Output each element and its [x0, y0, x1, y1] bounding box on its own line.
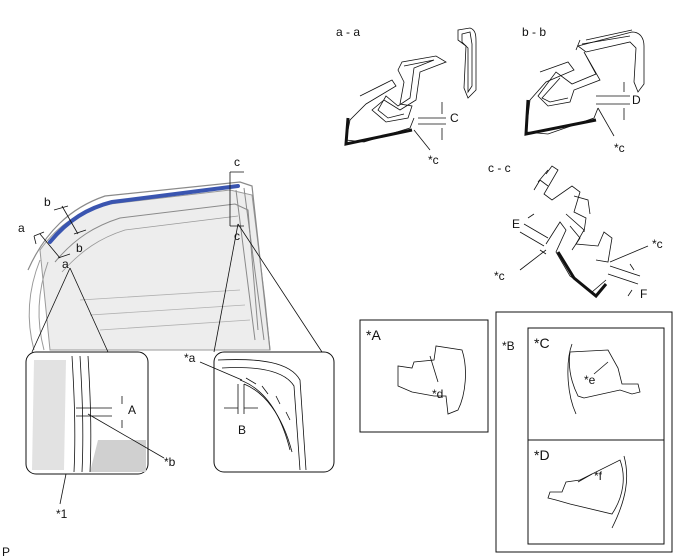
cut-mark-a-top: a: [18, 221, 25, 235]
section-bb-profile: [524, 29, 645, 137]
callout-a: *a: [184, 351, 196, 365]
dimension-label-a: A: [128, 403, 136, 417]
cut-mark-b-bottom: b: [76, 241, 83, 255]
door-inner-frame-2: [61, 215, 239, 273]
door-trim-detail: [79, 289, 251, 331]
detail-leaders: [31, 223, 323, 353]
callout-c-bb: *c: [614, 141, 625, 155]
panel-d: [527, 439, 665, 545]
detail-box-b: B: [199, 351, 335, 473]
callout-e: *e: [584, 373, 596, 387]
door-inner-frame: [54, 203, 259, 331]
cut-mark-b-top: b: [44, 195, 51, 209]
callout-b: *b: [164, 455, 176, 469]
door-front-edge: [28, 259, 49, 351]
panel-label-c: *C: [534, 335, 550, 351]
dimension-label-c: C: [450, 111, 459, 125]
callout-f: *f: [594, 469, 603, 483]
section-label-cc: c - c: [488, 161, 511, 175]
section-label-bb: b - b: [522, 25, 546, 39]
dimension-label-e: E: [512, 217, 520, 231]
section-aa-profile: [344, 27, 477, 151]
section-cc-profile: [519, 165, 649, 299]
callout-c-aa: *c: [428, 153, 439, 167]
panel-label-b: *B: [502, 339, 515, 353]
panel-c: [527, 327, 665, 441]
callout-c-cc-left: *c: [494, 269, 505, 283]
door-illustration: [27, 181, 271, 351]
cut-mark-c-top: c: [234, 155, 240, 169]
dimension-label-d: D: [632, 93, 641, 107]
panel-label-d: *D: [534, 447, 550, 463]
cut-mark-a-bottom: a: [62, 257, 69, 271]
dimension-label-f: F: [640, 287, 647, 301]
section-label-aa: a - a: [336, 25, 360, 39]
door-outer-frame: [27, 181, 271, 351]
callout-1: *1: [56, 507, 68, 521]
panel-label-a: *A: [366, 327, 381, 343]
panel-a: [359, 319, 489, 433]
section-markers: a a b b c c: [18, 155, 244, 271]
callout-c-cc-right: *c: [652, 237, 663, 251]
detail-box-a: A: [25, 351, 165, 475]
corner-mark: P: [2, 545, 10, 559]
door-pillar: [235, 187, 265, 341]
callout-d: *d: [432, 387, 443, 401]
dimension-label-b: B: [238, 423, 246, 437]
weatherstrip-highlight: [48, 184, 240, 244]
cut-mark-c-bottom: c: [234, 229, 240, 243]
